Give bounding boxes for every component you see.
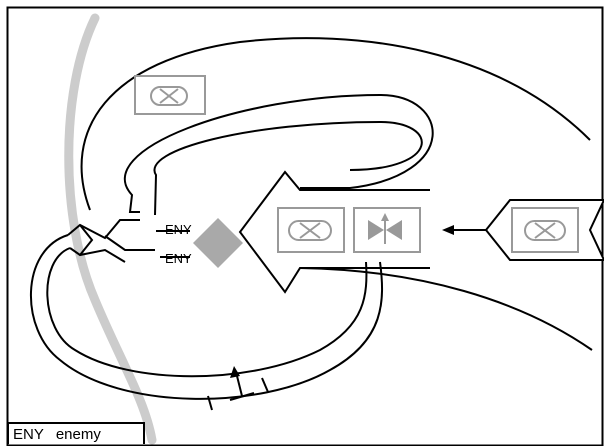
bowtie-arrow-icon bbox=[353, 207, 421, 253]
eny-label-upper: ENY bbox=[165, 222, 192, 237]
outer-arc-top bbox=[80, 37, 591, 211]
hook-outer bbox=[123, 93, 434, 213]
breach-symbol bbox=[67, 219, 155, 263]
hook-inner bbox=[153, 120, 423, 216]
legend-meaning: enemy bbox=[55, 426, 101, 443]
legend-box: ENY enemy bbox=[7, 422, 145, 444]
legend-abbreviation: ENY bbox=[13, 426, 44, 443]
circle-x-icon bbox=[134, 75, 206, 115]
approach-arrow-head bbox=[442, 225, 454, 235]
loop-tick-right bbox=[261, 377, 269, 393]
boundary-line bbox=[64, 13, 157, 445]
circle-x-icon bbox=[511, 207, 579, 253]
bottom-loop-outer bbox=[30, 234, 384, 400]
loop-tick-left bbox=[207, 395, 213, 411]
bottom-loop-inner bbox=[46, 247, 368, 378]
diamond-marker bbox=[193, 218, 243, 268]
small-arrow-head bbox=[230, 366, 240, 378]
eny-label-lower: ENY bbox=[165, 251, 192, 266]
circle-x-icon bbox=[277, 207, 345, 253]
outer-arc-bottom bbox=[299, 267, 593, 351]
